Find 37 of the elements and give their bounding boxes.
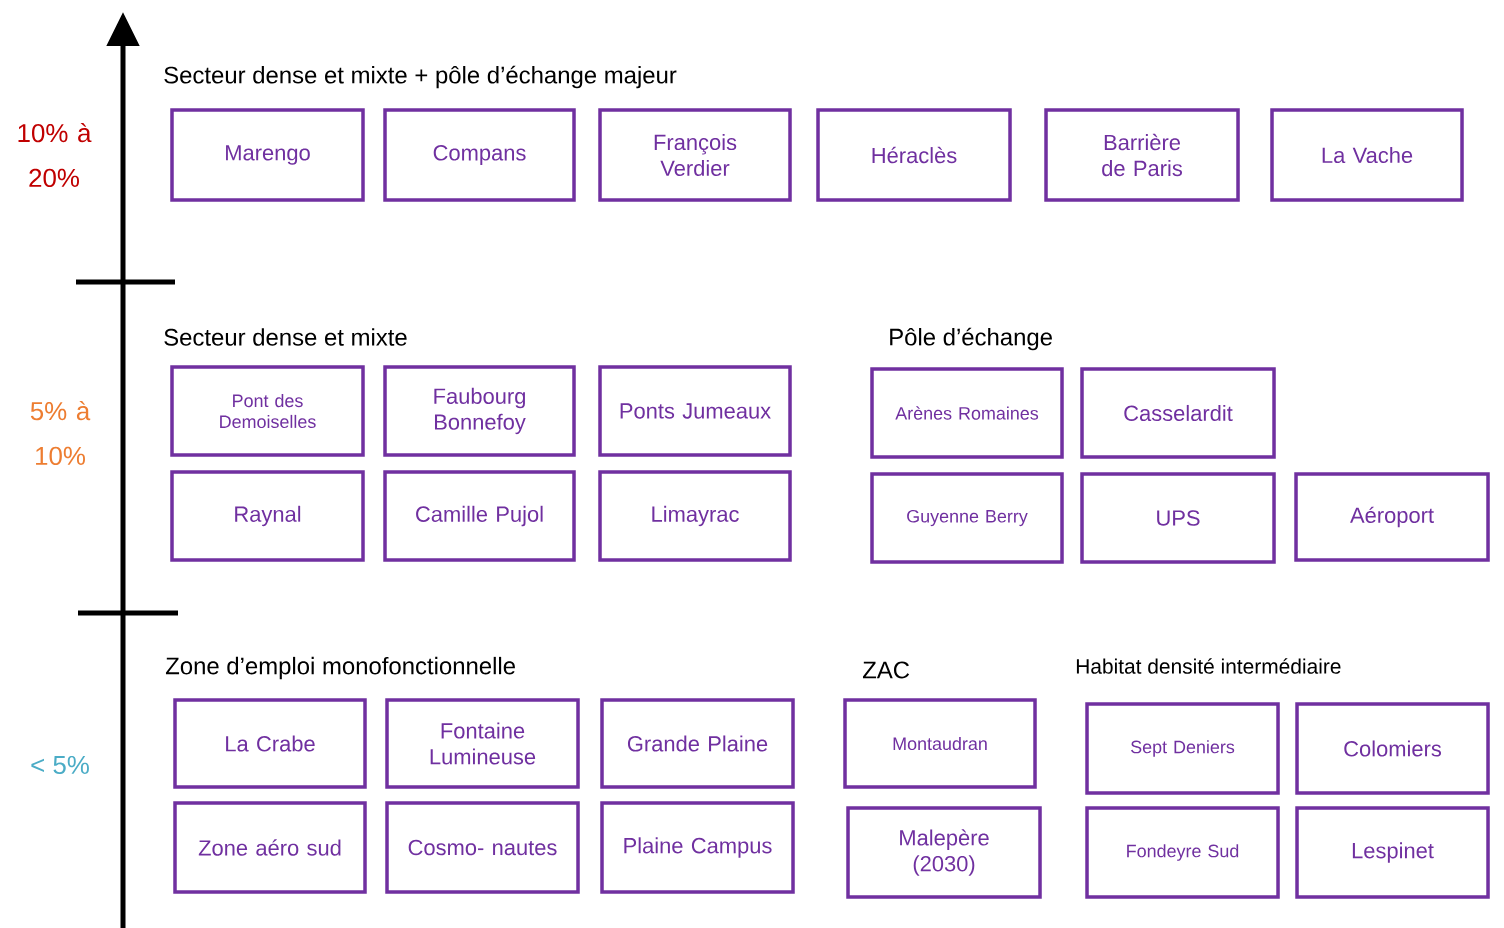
place-box: François Verdier (598, 108, 792, 202)
place-box: UPS (1080, 472, 1276, 564)
place-box: Plaine Campus (600, 801, 795, 894)
place-box: La Vache (1270, 108, 1464, 202)
place-box: Casselardit (1080, 367, 1276, 459)
place-box: Pont des Demoiselles (170, 365, 365, 457)
place-box: Compans (383, 108, 576, 202)
place-box: Faubourg Bonnefoy (383, 365, 576, 457)
place-box: Cosmo- nautes (385, 801, 580, 894)
place-box: Malepère (2030) (846, 806, 1042, 899)
place-box: Fontaine Lumineuse (385, 698, 580, 789)
place-box: Lespinet (1295, 806, 1490, 899)
place-box: Zone aéro sud (173, 801, 367, 894)
place-box: Sept Deniers (1085, 702, 1280, 795)
place-box: Raynal (170, 470, 365, 562)
group-heading: Habitat densité intermédiaire (1076, 658, 1341, 674)
level-label: 10% à 20% (18, 122, 92, 188)
place-box: Marengo (170, 108, 365, 202)
place-box: Grande Plaine (600, 698, 795, 789)
group-heading: Pôle d’échange (890, 327, 1052, 351)
place-box: Guyenne Berry (870, 472, 1064, 564)
place-box: Montaudran (843, 698, 1037, 789)
group-heading: Secteur dense et mixte (164, 328, 407, 346)
place-box: Camille Pujol (383, 470, 576, 562)
group-heading: Zone d’emploi monofonctionnelle (165, 656, 515, 680)
group-heading: Secteur dense et mixte + pôle d’échange majeur (164, 65, 677, 89)
place-box: Héraclès (816, 108, 1012, 202)
level-label: 5% à 10% (30, 400, 91, 466)
place-box: La Crabe (173, 698, 367, 789)
place-box: Ponts Jumeaux (598, 365, 792, 457)
place-box: Fondeyre Sud (1085, 806, 1280, 899)
place-box: Arènes Romaines (870, 367, 1064, 459)
place-box: Barrière de Paris (1044, 108, 1240, 202)
place-box: Limayrac (598, 470, 792, 562)
level-label: < 5% (31, 755, 89, 775)
place-box: Colomiers (1295, 702, 1490, 795)
place-box: Aéroport (1294, 472, 1490, 562)
